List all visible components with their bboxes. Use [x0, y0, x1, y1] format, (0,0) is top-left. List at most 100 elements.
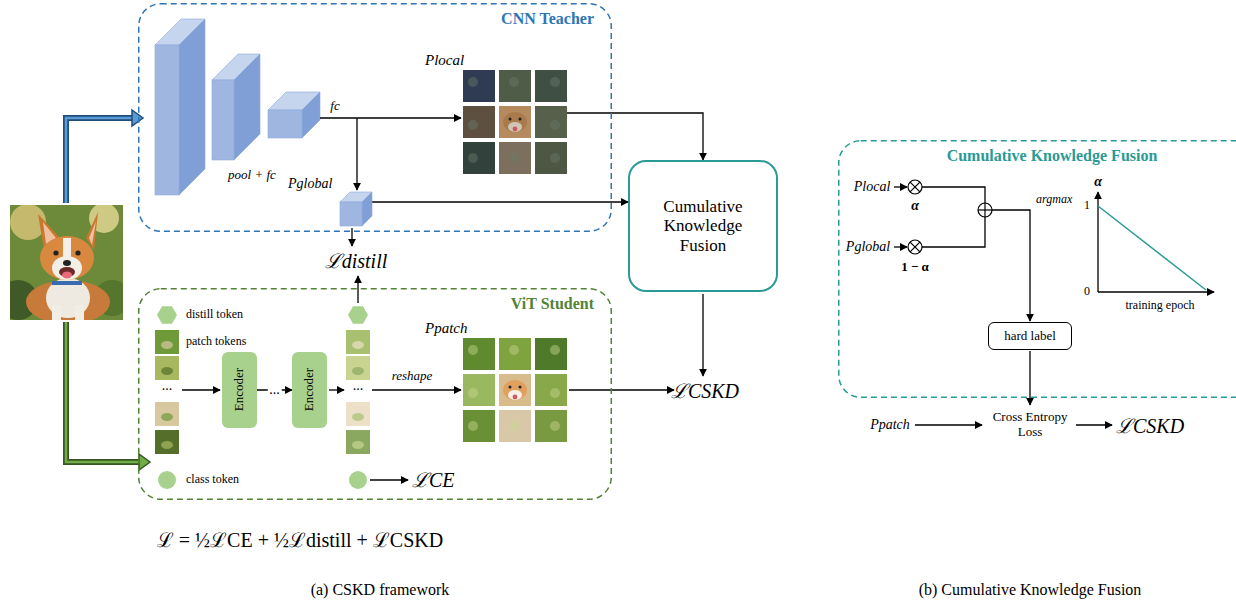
multiply-symbol [908, 240, 922, 254]
flow-arrow [329, 389, 344, 390]
plot-axis [1098, 291, 1214, 292]
patch-token [346, 356, 370, 380]
dog-leg [52, 305, 61, 320]
argmax-arrow [992, 210, 1030, 321]
dog-eye [75, 250, 80, 255]
loss-arrow [569, 389, 674, 390]
dog-muzzle [52, 256, 82, 280]
tick-label: 1 [1084, 199, 1090, 213]
multiply-symbol [908, 180, 922, 194]
patch-detail [468, 388, 478, 398]
encoder-label: Encoder [232, 368, 247, 411]
dashed-border [139, 289, 612, 500]
edge-label: ... [267, 382, 282, 398]
patch-detail [352, 441, 364, 449]
image-patch [463, 70, 495, 102]
fusion-title: Cumulative Knowledge Fusion [647, 197, 759, 256]
operator-stroke [910, 242, 920, 252]
patch-detail [550, 345, 560, 355]
ellipsis: ... [162, 378, 173, 394]
patch-grid-picture [425, 52, 567, 174]
subfigure-caption: (a) CSKD framework [311, 581, 450, 599]
layer-label: fc [330, 99, 339, 114]
block-side [179, 19, 205, 195]
loss-arrow [702, 294, 703, 376]
block-side [362, 192, 372, 226]
token-label: patch tokens [186, 335, 246, 349]
arrow-core [66, 322, 140, 462]
alpha-schedule-line [1098, 206, 1206, 290]
arrow-head [132, 110, 143, 126]
class-token [158, 471, 176, 489]
reshape-arrow [372, 389, 461, 390]
dog-photo [10, 205, 123, 320]
image-patch [463, 142, 495, 174]
block-front [340, 202, 362, 226]
weight-label: α [911, 198, 919, 214]
image-patch [535, 410, 567, 442]
patch-detail [352, 341, 364, 349]
patch-token [155, 402, 179, 426]
patch-token [155, 356, 179, 380]
fusion-detail-frame: Cumulative Knowledge Fusionhard label [838, 140, 1236, 398]
patch-detail [550, 153, 560, 163]
grid-label: Plocal [425, 52, 464, 69]
merge-line [922, 217, 985, 247]
image-patch [499, 142, 531, 174]
arrow-head [139, 454, 150, 470]
patch-detail [161, 367, 173, 375]
patch-detail [468, 421, 478, 431]
axis-label: training epoch [1126, 299, 1195, 313]
loss-arrow [1076, 424, 1112, 425]
tick-label: 0 [1084, 285, 1090, 299]
loss-label: ℒCSKD [1116, 415, 1184, 438]
loss-formula: ℒ = ½ℒCE + ½ℒdistill + ℒCSKD [157, 529, 443, 552]
image-patch [499, 338, 531, 370]
patch-dog-tongue [513, 395, 518, 400]
image-patch [463, 374, 495, 406]
block-side [302, 92, 320, 138]
patch-dog-eye [509, 386, 512, 389]
patch-detail [161, 441, 173, 449]
image-patch [499, 70, 531, 102]
input-arrow [894, 186, 907, 187]
loss-name: Cross Entropy Loss [985, 410, 1075, 440]
operator-stroke [984, 203, 985, 217]
patch-token [346, 430, 370, 454]
dog-tongue [62, 272, 72, 279]
block-front [212, 80, 234, 160]
image-patch [535, 106, 567, 138]
teacher-frame: CNN TeacherPlocalPglobal [138, 3, 612, 232]
loss-label: ℒCE [412, 469, 455, 492]
axis-label: α [1094, 174, 1102, 190]
global-logit-cube: Pglobal [288, 176, 372, 228]
distill-arrow [351, 228, 352, 246]
weight-label: 1 − α [901, 260, 929, 275]
input-arrow [894, 246, 907, 247]
subfigure-caption: (b) Cumulative Knowledge Fusion [919, 581, 1142, 599]
pool-arrow [356, 118, 357, 190]
student-input-arrow [66, 322, 150, 470]
hard-label-box: hard label [988, 322, 1072, 350]
patch-token [155, 430, 179, 454]
patch-prediction-grid: Ppatch [425, 320, 567, 442]
patch-detail [161, 341, 173, 349]
patch-detail [550, 421, 560, 431]
operator-stroke [910, 242, 920, 252]
image-patch [463, 106, 495, 138]
connector-arrow [372, 201, 628, 202]
token-label: distill token [186, 308, 243, 322]
operator-stroke [910, 182, 920, 192]
layer-label: pool + fc [228, 168, 276, 183]
frame-title: CNN Teacher [501, 10, 594, 28]
patch-detail [509, 153, 519, 163]
patch-detail [468, 153, 478, 163]
arrow-core [66, 118, 133, 203]
patch-detail [468, 77, 478, 87]
encoder-label: Encoder [302, 368, 317, 411]
patch-dog-face [503, 380, 527, 400]
patch-dog-muzzle [508, 390, 522, 400]
ellipsis: ... [353, 378, 364, 394]
